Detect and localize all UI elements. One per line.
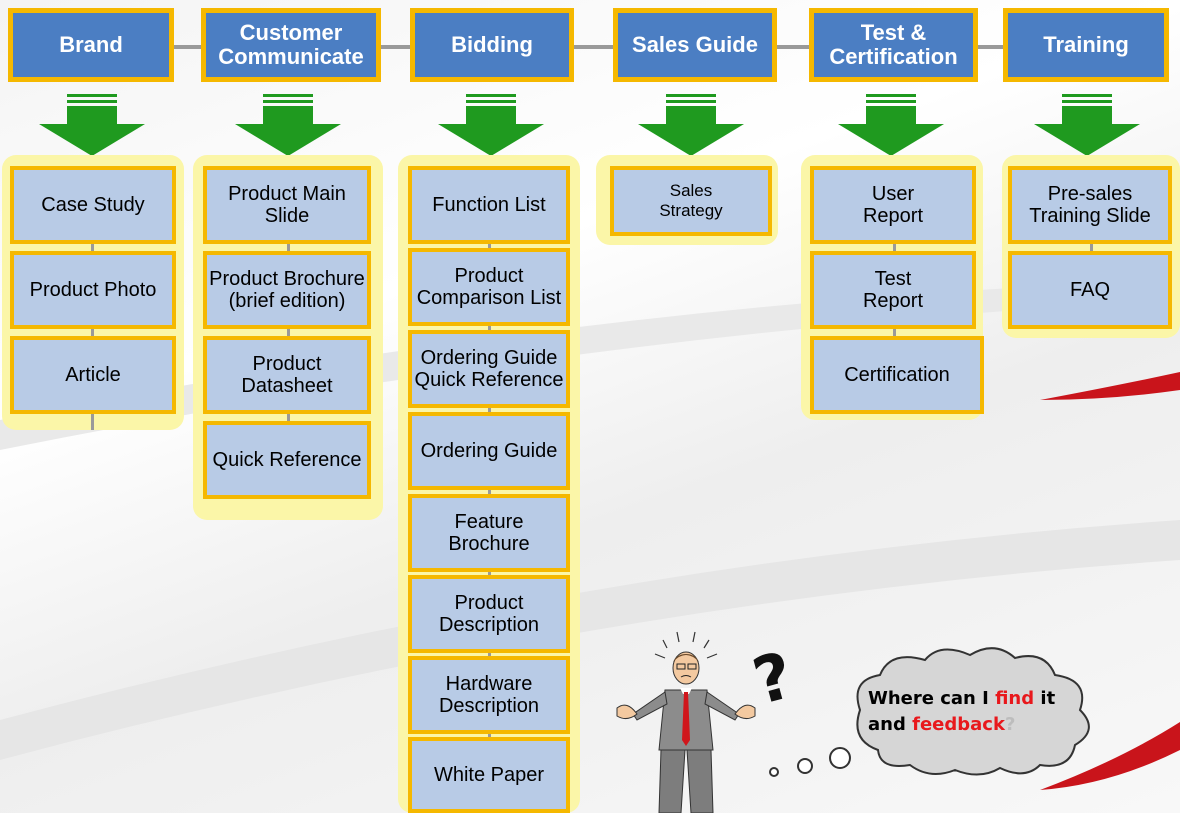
item-certification: Certification	[810, 336, 984, 414]
item-quick-reference: Quick Reference	[203, 421, 371, 499]
item-product-description: Product Description	[408, 575, 570, 653]
connector-line	[91, 240, 94, 430]
connector-line	[570, 45, 617, 49]
item-faq: FAQ	[1008, 251, 1172, 329]
down-arrow-icon	[39, 94, 145, 156]
item-test-report: Test Report	[810, 251, 976, 329]
header-bidding: Bidding	[410, 8, 574, 82]
item-product-main-slide: Product Main Slide	[203, 166, 371, 244]
item-sales-strategy: Sales Strategy	[610, 166, 772, 236]
header-test-certification: Test & Certification	[809, 8, 978, 82]
item-user-report: User Report	[810, 166, 976, 244]
item-white-paper: White Paper	[408, 737, 570, 813]
item-ordering-guide: Ordering Guide	[408, 412, 570, 490]
connector-line	[773, 45, 813, 49]
down-arrow-icon	[838, 94, 944, 156]
item-product-comparison-list: Product Comparison List	[408, 248, 570, 326]
connector-line	[974, 45, 1007, 49]
confused-man-illustration: ?	[616, 631, 801, 813]
thought-bubble	[769, 647, 1090, 777]
connector-line	[170, 45, 205, 49]
item-ordering-guide-quick-reference: Ordering Guide Quick Reference	[408, 330, 570, 408]
down-arrow-icon	[438, 94, 544, 156]
down-arrow-icon	[1034, 94, 1140, 156]
item-pre-sales-training-slide: Pre-sales Training Slide	[1008, 166, 1172, 244]
down-arrow-icon	[235, 94, 341, 156]
down-arrow-icon	[638, 94, 744, 156]
item-product-brochure: Product Brochure (brief edition)	[203, 251, 371, 329]
item-function-list: Function List	[408, 166, 570, 244]
item-hardware-description: Hardware Description	[408, 656, 570, 734]
item-product-photo: Product Photo	[10, 251, 176, 329]
item-feature-brochure: Feature Brochure	[408, 494, 570, 572]
thought-bubble-text: Where can I find it and feedback?	[868, 688, 1056, 735]
connector-line	[377, 45, 414, 49]
item-article: Article	[10, 336, 176, 414]
header-training: Training	[1003, 8, 1169, 82]
header-sales-guide: Sales Guide	[613, 8, 777, 82]
item-product-datasheet: Product Datasheet	[203, 336, 371, 414]
item-case-study: Case Study	[10, 166, 176, 244]
header-brand: Brand	[8, 8, 174, 82]
header-customer-communicate: Customer Communicate	[201, 8, 381, 82]
